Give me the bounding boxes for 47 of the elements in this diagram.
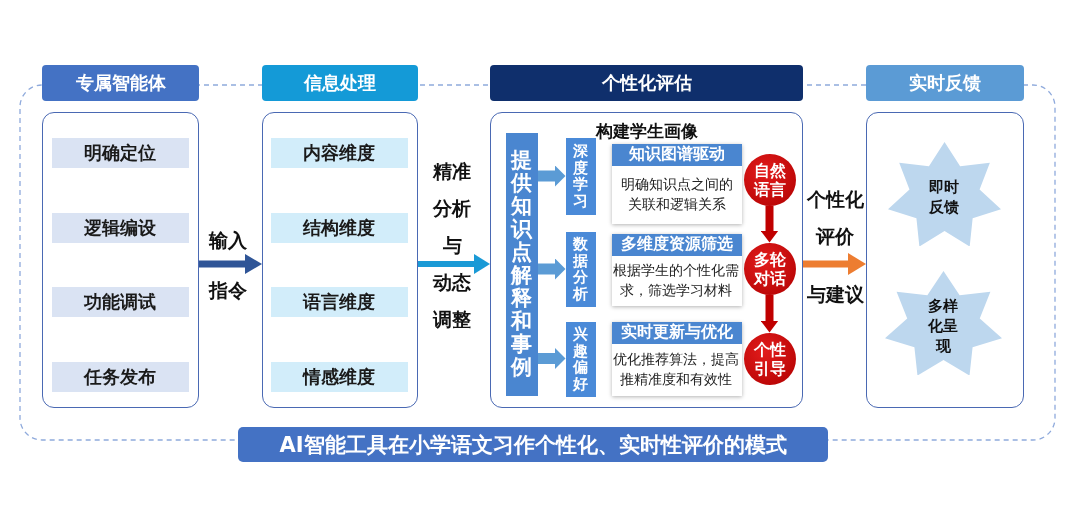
card-text: 优化推荐算法，提高推精准度和有效性 — [613, 349, 740, 389]
card — [611, 143, 742, 224]
arrow — [760, 205, 779, 243]
list-item: 逻辑编设 — [51, 212, 189, 243]
panel — [42, 112, 199, 408]
topic-circle: 个性引导 — [743, 332, 796, 385]
list-item: 明确定位 — [51, 137, 189, 168]
edge-label: 精准分析与动态调整 — [433, 159, 471, 332]
vertical-tag: 兴趣偏好 — [565, 321, 596, 397]
section-header: 个性化评估 — [490, 65, 803, 101]
card — [611, 233, 742, 306]
edge-label: 个性化评价与建议 — [806, 187, 864, 307]
star-shape — [885, 270, 1002, 376]
star-shape — [887, 141, 1002, 247]
list-item: 任务发布 — [51, 361, 189, 392]
topic-circle: 自然语言 — [743, 153, 796, 206]
panel — [262, 112, 418, 408]
arrow — [537, 347, 566, 370]
vertical-banner: 提供知识点解释和事例 — [505, 132, 538, 396]
card-text: 根据学生的个性化需求，筛选学习材料 — [613, 260, 740, 300]
arrow — [760, 294, 779, 333]
edge-label: 输入指令 — [209, 228, 247, 303]
list-item: 情感维度 — [270, 361, 408, 392]
card — [611, 321, 742, 396]
list-item: 功能调试 — [51, 286, 189, 317]
panel — [490, 112, 803, 408]
card-title: 多维度资源筛选 — [611, 233, 742, 256]
arrow — [537, 258, 566, 280]
diagram-title: AI智能工具在小学语文习作个性化、实时性评价的模式 — [238, 427, 828, 462]
topic-circle: 多轮对话 — [743, 242, 796, 295]
arrow — [418, 254, 490, 274]
panel-title: 构建学生画像 — [594, 119, 699, 143]
card-title: 实时更新与优化 — [611, 321, 742, 344]
card-title: 知识图谱驱动 — [611, 143, 742, 166]
vertical-tag: 数据分析 — [565, 231, 596, 307]
arrow — [537, 165, 566, 187]
section-header: 信息处理 — [262, 65, 418, 101]
panel — [866, 112, 1024, 408]
list-item: 结构维度 — [270, 212, 408, 243]
list-item: 内容维度 — [270, 137, 408, 168]
star-label: 多样化呈现 — [928, 295, 959, 356]
section-header: 实时反馈 — [866, 65, 1024, 101]
card-text: 明确知识点之间的关联和逻辑关系 — [619, 174, 734, 214]
section-header: 专属智能体 — [42, 65, 199, 101]
list-item: 语言维度 — [270, 286, 408, 317]
star-label: 即时反馈 — [929, 176, 960, 217]
vertical-tag: 深度学习 — [565, 137, 596, 215]
